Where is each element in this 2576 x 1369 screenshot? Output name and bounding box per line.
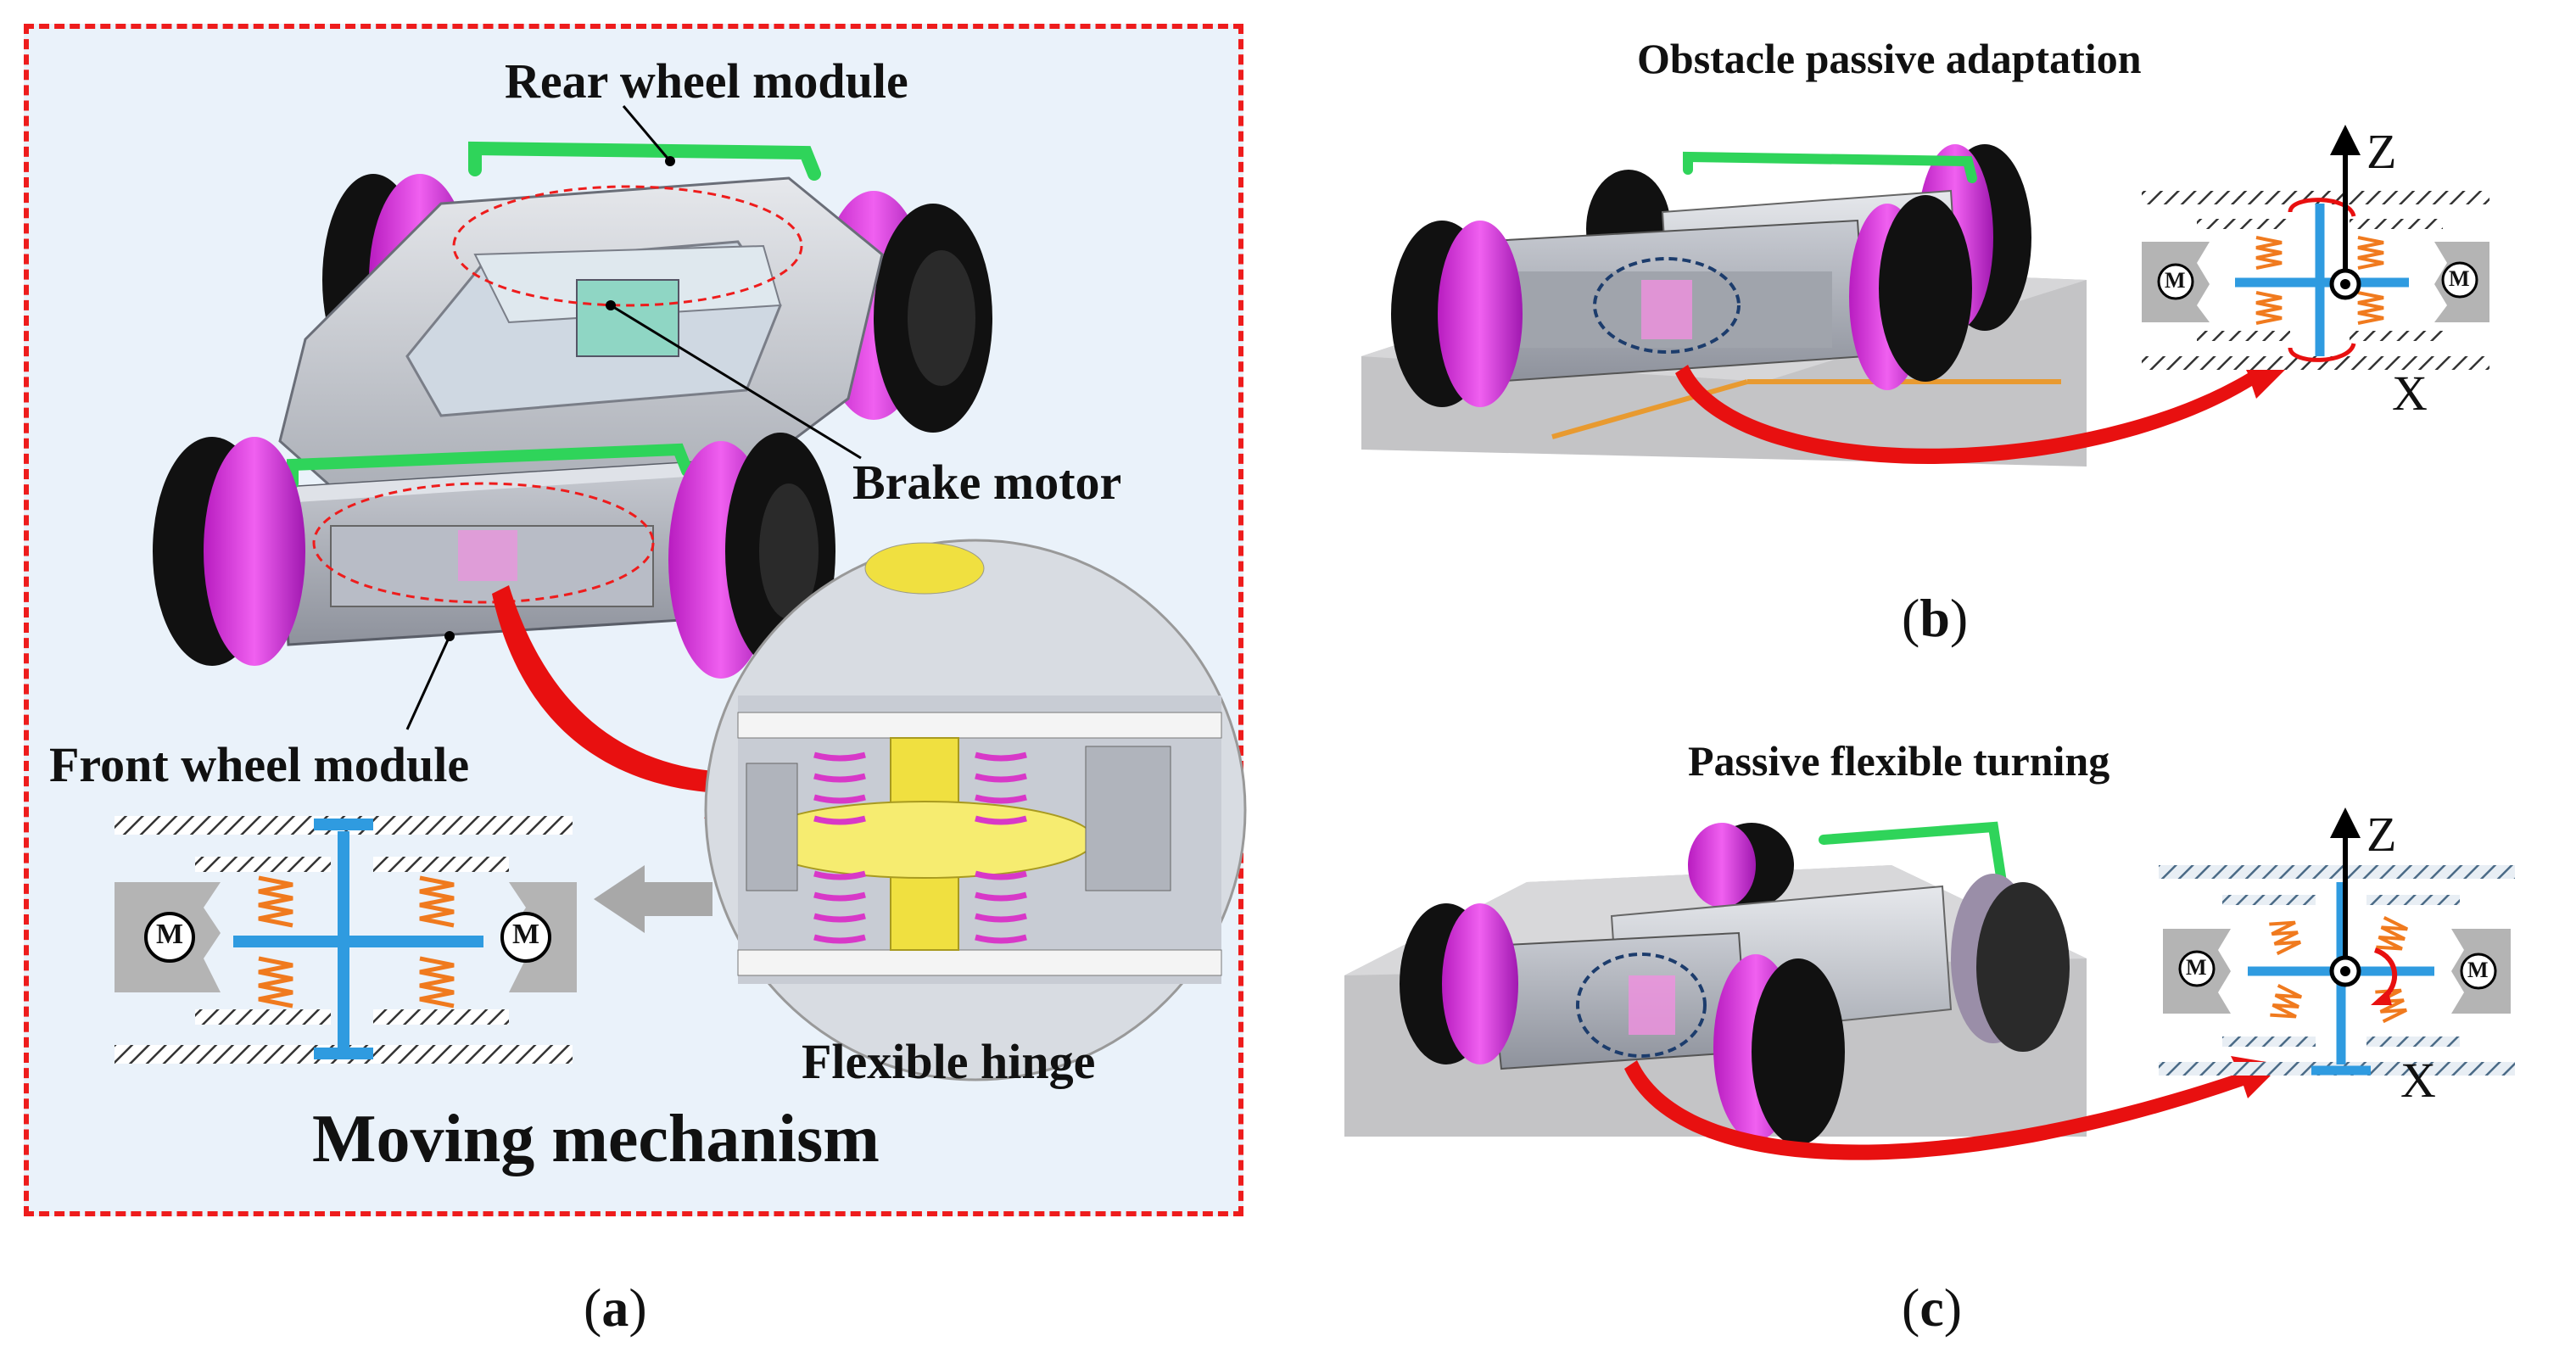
caption-a: (a) [584,1277,647,1338]
motor-symbol-left-a: M [156,919,184,950]
leader-brake [610,304,862,460]
leader-front [405,635,451,730]
motor-symbol-right-b: M [2449,266,2470,291]
caption-c: (c) [1902,1277,1963,1338]
gray-arrow [594,865,712,933]
panel-b-title: Obstacle passive adaptation [1637,35,2142,82]
axis-z-b: Z [2366,124,2397,179]
robot-turning-illustration [1344,821,2282,1160]
robot-chassis-illustration [153,105,992,730]
front-highlight-ellipse [312,482,655,604]
label-brake-motor: Brake motor [852,455,1122,510]
label-flexible-hinge: Flexible hinge [802,1034,1096,1089]
brake-motor-part [576,279,679,357]
panel-c-title: Passive flexible turning [1688,737,2110,785]
robot-obstacle-illustration [1361,144,2290,467]
motor-symbol-right-a: M [512,919,540,950]
caption-b-letter: b [1919,588,1950,648]
motor-symbol-left-c: M [2186,955,2207,980]
rear-handle [468,141,821,181]
label-front-wheel-module: Front wheel module [49,737,470,792]
panel-a-title: Moving mechanism [312,1102,880,1176]
flexible-hinge-zoom [704,539,1247,1081]
caption-a-letter: a [601,1277,629,1338]
label-rear-wheel-module: Rear wheel module [505,53,908,109]
axis-x-c: X [2400,1053,2436,1108]
caption-c-letter: c [1919,1277,1944,1338]
axis-x-b: X [2392,366,2428,421]
motor-symbol-right-c: M [2467,958,2489,982]
front-handle [287,443,693,489]
axis-z-c: Z [2366,807,2397,862]
caption-b: (b) [1902,588,1969,648]
front-left-wheel [153,437,305,666]
hinge-schematic-a [115,816,577,1064]
rear-highlight-ellipse [452,185,803,307]
hinge-schematic-b [2142,125,2489,370]
motor-symbol-left-b: M [2165,268,2186,293]
leader-rear [622,105,672,162]
hinge-schematic-c [2159,807,2515,1076]
